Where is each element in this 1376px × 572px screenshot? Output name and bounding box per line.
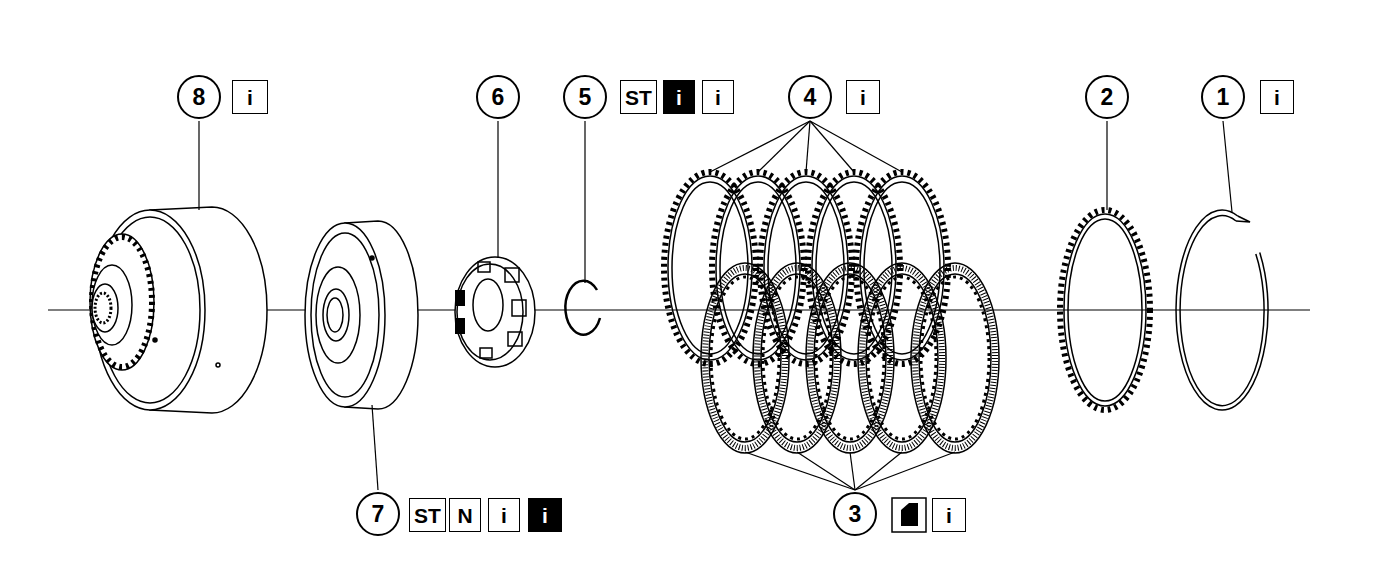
lubricate-symbol bbox=[892, 498, 926, 532]
info-icon-box: i bbox=[232, 80, 268, 114]
icon-label: N bbox=[457, 505, 472, 526]
info-icon-box: i bbox=[846, 80, 880, 114]
icon-label: i bbox=[715, 87, 721, 108]
snap-ring-large bbox=[1176, 210, 1268, 410]
snap-ring-small bbox=[565, 281, 600, 335]
callout-number: 4 bbox=[804, 86, 817, 109]
info-icon-box: i bbox=[702, 80, 734, 114]
callout-number: 1 bbox=[1217, 86, 1230, 109]
callout-circle: 8 bbox=[177, 75, 221, 119]
callout-circle: 6 bbox=[476, 75, 520, 119]
callout-circle: 4 bbox=[788, 75, 832, 119]
icon-label: i bbox=[1274, 87, 1280, 108]
icon-label: i bbox=[247, 87, 253, 108]
icon-label: i bbox=[676, 87, 682, 108]
callout-circle: 5 bbox=[563, 75, 607, 119]
pressure-plate bbox=[1060, 210, 1150, 410]
info-icon-box: ST bbox=[409, 498, 446, 532]
icon-label: i bbox=[860, 87, 866, 108]
info-icon-box: i bbox=[932, 498, 966, 532]
callout-circle: 7 bbox=[356, 492, 400, 536]
info-icon-box: i bbox=[528, 498, 562, 532]
callout-circle: 2 bbox=[1085, 75, 1129, 119]
friction-plates bbox=[701, 263, 999, 453]
return-spring bbox=[455, 257, 535, 367]
info-icon-box: i bbox=[663, 80, 695, 114]
callout-number: 7 bbox=[372, 503, 385, 526]
info-icon-box: N bbox=[449, 498, 481, 532]
callout-number: 3 bbox=[849, 503, 862, 526]
leader-lines bbox=[199, 121, 1232, 490]
icon-label: i bbox=[501, 505, 507, 526]
icon-label: ST bbox=[625, 87, 652, 108]
info-icon-box: i bbox=[1260, 80, 1294, 114]
clutch-drum bbox=[90, 207, 267, 413]
callout-number: 5 bbox=[579, 86, 592, 109]
callout-circle: 3 bbox=[833, 492, 877, 536]
callout-number: 2 bbox=[1101, 86, 1114, 109]
icon-label: ST bbox=[414, 505, 441, 526]
callout-circle: 1 bbox=[1201, 75, 1245, 119]
piston bbox=[305, 221, 418, 409]
info-icon-box: ST bbox=[620, 80, 657, 114]
icon-label: i bbox=[946, 505, 952, 526]
callout-number: 6 bbox=[492, 86, 505, 109]
callout-number: 8 bbox=[193, 86, 206, 109]
info-icon-box: i bbox=[488, 498, 520, 532]
icon-label: i bbox=[542, 505, 548, 526]
